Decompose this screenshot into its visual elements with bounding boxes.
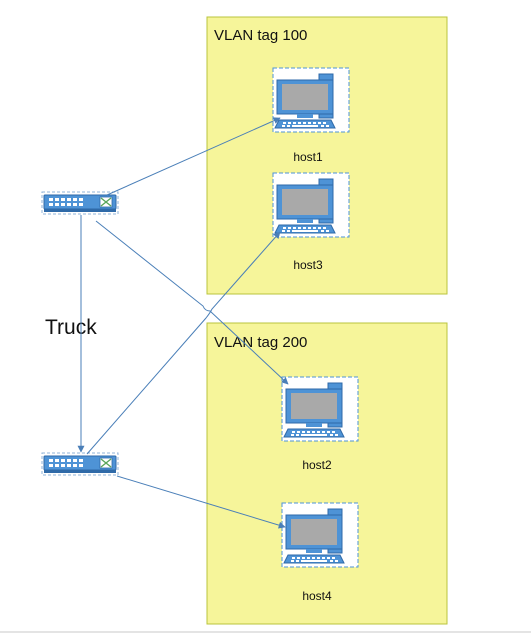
vlan-200-label: VLAN tag 200 [214, 334, 307, 351]
host3-computer-icon: host3 [272, 172, 350, 272]
host4-computer-icon: host4 [281, 502, 359, 603]
link-switch-bottom-host4 [116, 475, 286, 529]
host4-label: host4 [302, 589, 332, 603]
link-switch-top-host1 [106, 117, 281, 196]
link-switch-top-host2 [95, 220, 289, 385]
host3-label: host3 [293, 258, 323, 272]
host1-label: host1 [293, 150, 323, 164]
link-switch-bottom-host3 [86, 231, 281, 455]
vlan-100-box: VLAN tag 100 [206, 16, 448, 295]
host1-computer-icon: host1 [272, 67, 350, 164]
trunk-label: Truck [45, 316, 97, 339]
host2-label: host2 [302, 458, 332, 472]
vlan-100-label: VLAN tag 100 [214, 27, 307, 44]
switch-top-icon [41, 191, 119, 215]
host2-computer-icon: host2 [281, 376, 359, 472]
links [77, 117, 289, 529]
switch-bottom-icon [41, 452, 119, 476]
vlan-200-box: VLAN tag 200 [206, 322, 448, 625]
